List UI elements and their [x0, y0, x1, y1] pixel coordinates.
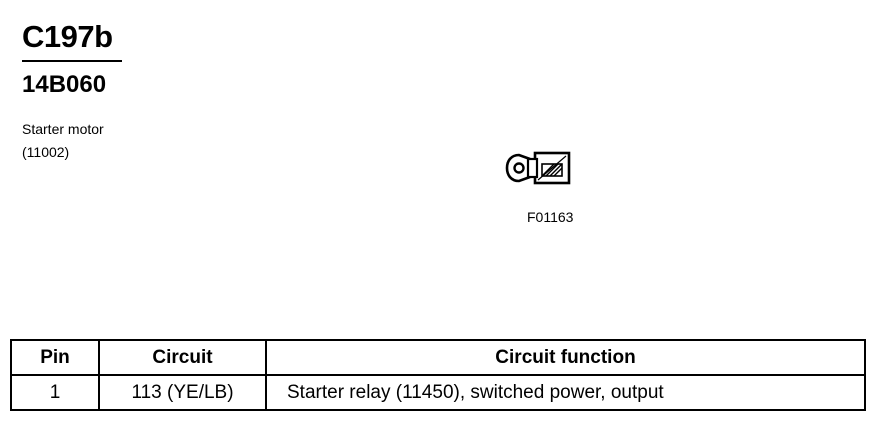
component-name: Starter motor: [22, 121, 104, 137]
table-header-row: Pin Circuit Circuit function: [10, 339, 866, 376]
pin-table: Pin Circuit Circuit function 1 113 (YE/L…: [10, 339, 866, 411]
figure-code: F01163: [527, 209, 574, 225]
function-cell: Starter relay (11450), switched power, o…: [265, 374, 866, 411]
component-code: (11002): [22, 144, 70, 160]
column-header-pin: Pin: [10, 339, 100, 376]
circuit-cell: 113 (YE/LB): [98, 374, 267, 411]
connector-id: C197b: [22, 19, 113, 54]
table-row: 1 113 (YE/LB) Starter relay (11450), swi…: [10, 374, 866, 411]
ring-terminal-connector-icon: [505, 151, 571, 185]
column-header-function: Circuit function: [265, 339, 866, 376]
pin-cell: 1: [10, 374, 100, 411]
part-number: 14B060: [22, 71, 107, 98]
title-underline: [22, 60, 122, 62]
column-header-circuit: Circuit: [98, 339, 267, 376]
